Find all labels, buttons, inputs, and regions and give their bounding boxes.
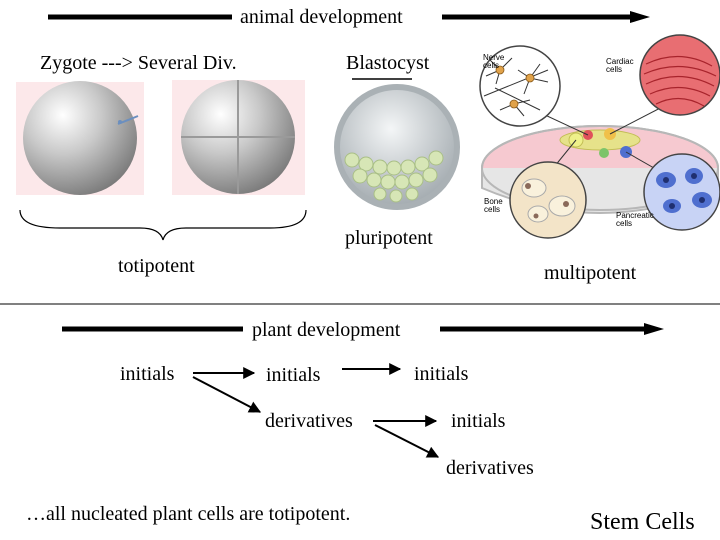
slide-title: Stem Cells [590,509,695,535]
cardiac-cells-label: Cardiac cells [606,57,634,74]
animal-timeline-arrow [48,11,650,23]
blastocyst-image [334,78,460,210]
zygote-image [16,81,144,195]
plant-totipotent-note: …all nucleated plant cells are totipoten… [26,503,351,525]
plant-initials-level3: initials [451,410,506,432]
bone-cells-label: Bone cells [484,197,503,214]
cleavage-image [172,80,305,195]
plant-initials-root: initials [120,363,175,385]
multipotent-label: multipotent [544,262,637,284]
plant-derivatives-level2: derivatives [446,457,534,479]
zygote-stage-label: Zygote ---> Several Div. [40,52,237,74]
plant-derivatives-level1: derivatives [265,410,353,432]
differentiated-cells-image [479,34,720,239]
animal-development-heading: animal development [240,6,403,28]
blastocyst-label: Blastocyst [346,52,430,74]
nerve-cells-label: Nerve cells [483,53,505,70]
totipotent-brace [19,209,307,241]
plant-lineage-arrows [192,363,440,458]
pancreatic-cells-label: Pancreatic cells [616,211,654,228]
plant-initials-level2: initials [414,363,469,385]
plant-initials-level1: initials [266,364,321,386]
totipotent-label: totipotent [118,255,195,277]
plant-development-heading: plant development [252,319,401,341]
plant-timeline-arrow [62,323,664,335]
pluripotent-label: pluripotent [345,227,433,249]
